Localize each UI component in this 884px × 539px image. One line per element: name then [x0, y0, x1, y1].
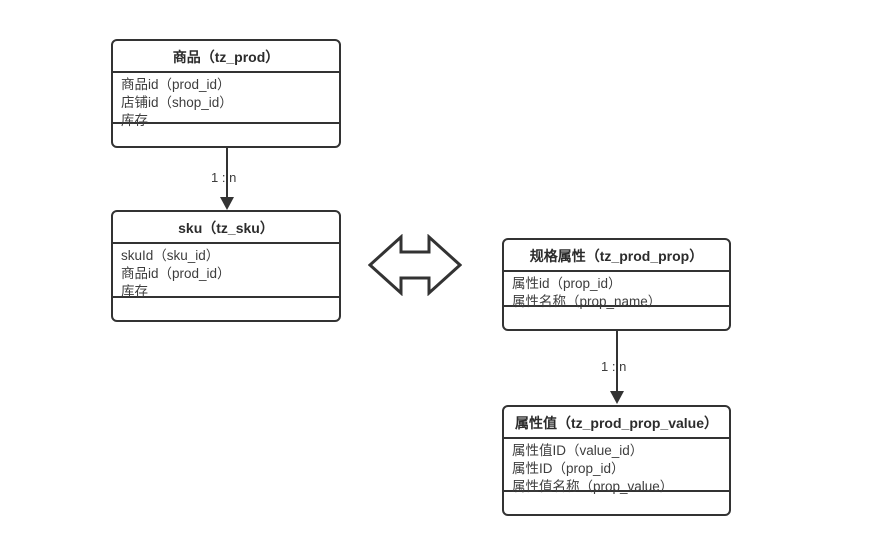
- double-headed-arrow-icon: [367, 233, 463, 297]
- entity-title-prod-prop: 规格属性（tz_prod_prop）: [504, 240, 729, 272]
- entity-attributes-prod: 商品id（prod_id） 店铺id（shop_id） 库存: [113, 73, 339, 128]
- relation-label-cardinality: 1 : n: [601, 359, 627, 374]
- entity-box-prod-prop[interactable]: 规格属性（tz_prod_prop） 属性id（prop_id） 属性名称（pr…: [502, 238, 731, 331]
- entity-attribute: 库存: [121, 113, 148, 128]
- relation-line: [616, 331, 618, 392]
- relation-prod-sku: 1 : n: [211, 148, 236, 210]
- entity-footer-sku: [113, 298, 339, 320]
- entity-title-prod: 商品（tz_prod）: [113, 41, 339, 73]
- entity-attribute: 属性id（prop_id）: [512, 276, 622, 291]
- entity-box-sku[interactable]: sku（tz_sku） skuId（sku_id） 商品id（prod_id） …: [111, 210, 341, 322]
- entity-box-prod-prop-value[interactable]: 属性值（tz_prod_prop_value） 属性值ID（value_id） …: [502, 405, 731, 516]
- relation-arrowhead: [610, 391, 624, 404]
- relation-label-cardinality: 1 : n: [211, 170, 237, 185]
- relation-prop-value: 1 : n: [601, 331, 626, 405]
- entity-attribute: 属性名称（prop_name）: [512, 294, 662, 309]
- entity-attribute: 属性值名称（prop_value）: [512, 479, 674, 494]
- entity-title-prod-prop-value: 属性值（tz_prod_prop_value）: [504, 407, 729, 439]
- entity-attribute: 属性ID（prop_id）: [512, 461, 625, 476]
- entity-box-prod[interactable]: 商品（tz_prod） 商品id（prod_id） 店铺id（shop_id） …: [111, 39, 341, 148]
- entity-attribute: 商品id（prod_id）: [121, 266, 231, 281]
- relation-arrowhead: [220, 197, 234, 210]
- entity-attribute: 商品id（prod_id）: [121, 77, 231, 92]
- entity-attribute: skuId（sku_id）: [121, 248, 220, 263]
- entity-attribute: 属性值ID（value_id）: [512, 443, 644, 458]
- entity-attribute: 库存: [121, 284, 148, 299]
- entity-attributes-prod-prop: 属性id（prop_id） 属性名称（prop_name）: [504, 272, 729, 309]
- entity-attributes-prod-prop-value: 属性值ID（value_id） 属性ID（prop_id） 属性值名称（prop…: [504, 439, 729, 494]
- entity-attributes-sku: skuId（sku_id） 商品id（prod_id） 库存: [113, 244, 339, 299]
- relation-line: [226, 148, 228, 198]
- entity-title-sku: sku（tz_sku）: [113, 212, 339, 244]
- entity-attribute: 店铺id（shop_id）: [121, 95, 233, 110]
